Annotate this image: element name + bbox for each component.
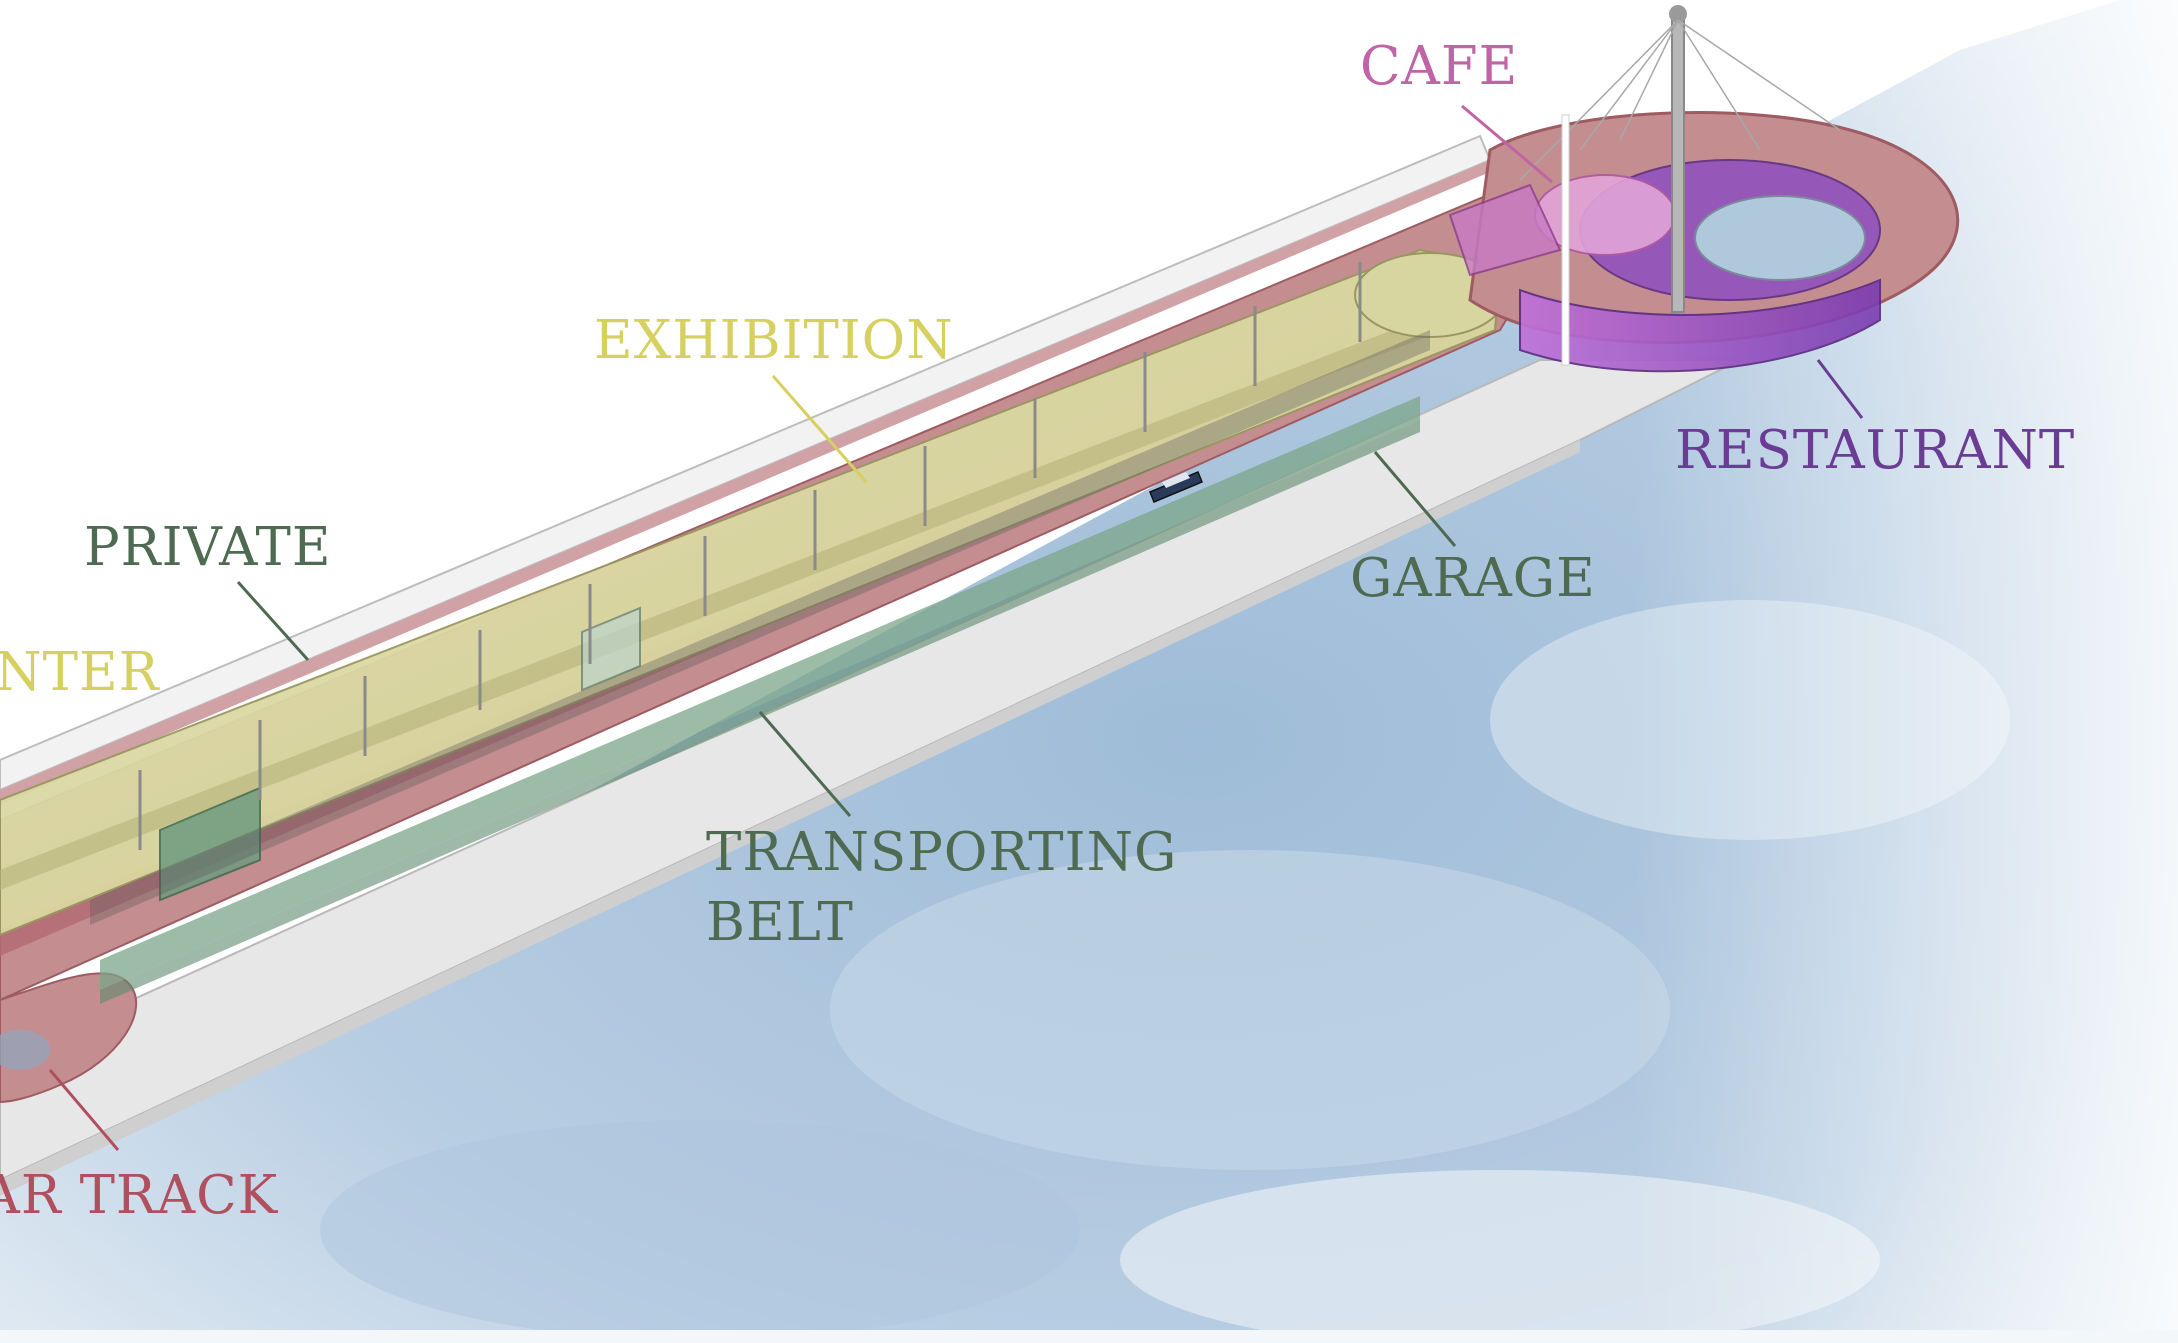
label-restaurant: RESTAURANT xyxy=(1675,420,2076,481)
leader-transporting-belt xyxy=(758,711,852,817)
leader-restaurant xyxy=(1816,359,1864,419)
label-cafe: CAFE xyxy=(1360,36,1519,97)
exhibition-volume xyxy=(0,248,1506,937)
leader-cafe xyxy=(1461,104,1553,184)
car-icon xyxy=(1149,471,1203,503)
label-belt: BELT xyxy=(706,892,854,953)
label-center: CENTER xyxy=(0,642,160,703)
label-transporting: TRANSPORTING xyxy=(706,822,1178,883)
label-car-track: CAR TRACK xyxy=(0,1165,279,1226)
label-private: PRIVATE xyxy=(84,517,332,578)
restaurant-ring xyxy=(1448,111,1960,373)
leader-garage xyxy=(1373,451,1457,547)
leader-private xyxy=(236,580,310,662)
label-garage: GARAGE xyxy=(1350,548,1596,609)
label-exhibition: EXHIBITION xyxy=(594,310,954,371)
glass-railing xyxy=(90,330,1430,925)
gallery-columns xyxy=(138,262,1362,850)
leader-exhibition xyxy=(771,375,868,483)
leader-lines xyxy=(48,104,1864,1151)
leader-car-track xyxy=(48,1069,120,1151)
mast xyxy=(1519,5,1841,366)
